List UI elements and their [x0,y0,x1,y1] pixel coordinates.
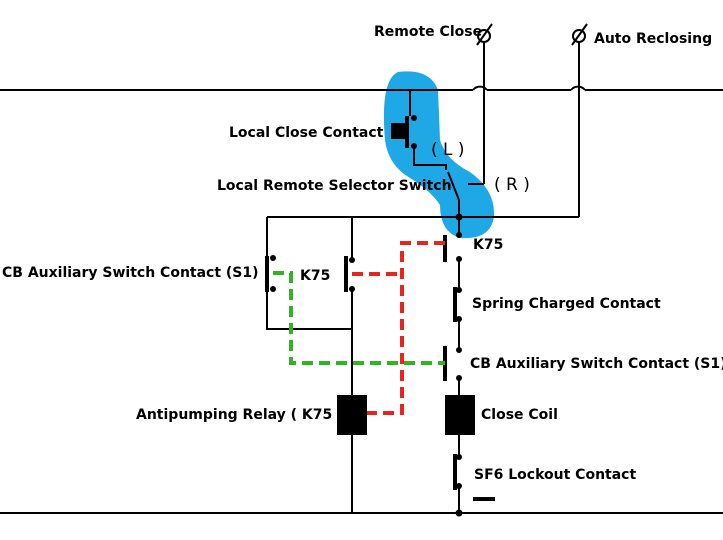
remote-close-terminal-slash [476,23,493,46]
selector-switch-label: Local Remote Selector Switch [217,178,452,194]
close-coil-icon [445,395,475,435]
k75-right-label: K75 [473,237,503,253]
sf6-lockout-terminal [456,454,462,460]
cb-aux-left-terminal [270,255,276,261]
left-branch-outer-return [266,292,352,330]
k75-left-label: K75 [300,268,330,284]
local-close-contact-label: Local Close Contact [229,125,384,141]
antipumping-relay-label: Antipumping Relay ( K75 ) [136,407,344,423]
cb-aux-right-terminal [456,347,462,353]
bottom-node [455,509,463,517]
antipumping-relay-icon [337,395,367,435]
green-dashed-linkage [273,271,445,365]
local-mark-label: ( L ) [431,140,465,160]
close-coil-label: Close Coil [481,407,558,423]
k75-left-terminal [349,257,355,263]
local-close-contact-terminal [411,115,417,121]
cb-aux-left-label: CB Auxiliary Switch Contact (S1) [2,265,259,281]
highlight-selector-path [383,71,495,239]
cb-aux-right-label: CB Auxiliary Switch Contact (S1) [470,356,723,372]
remote-close-label: Remote Close [374,24,482,40]
red-dashed-linkage-relay [367,241,445,415]
spring-charged-terminal [456,287,462,293]
sf6-lockout-label: SF6 Lockout Contact [474,467,636,483]
cb-aux-left-terminal [270,286,276,292]
auto-reclosing-label: Auto Reclosing [594,31,712,47]
auto-reclosing-terminal-slash [571,23,588,46]
top-bus-jumper-remote [472,85,488,91]
selector-switch-blade [447,171,460,201]
local-close-contact-terminal [411,143,417,149]
spring-charged-label: Spring Charged Contact [472,296,661,312]
remote-mark-label: ( R ) [494,175,530,195]
local-close-contact-button-icon [391,123,405,139]
k75-right-terminal [456,232,462,238]
local-to-selector-wire [413,148,447,170]
